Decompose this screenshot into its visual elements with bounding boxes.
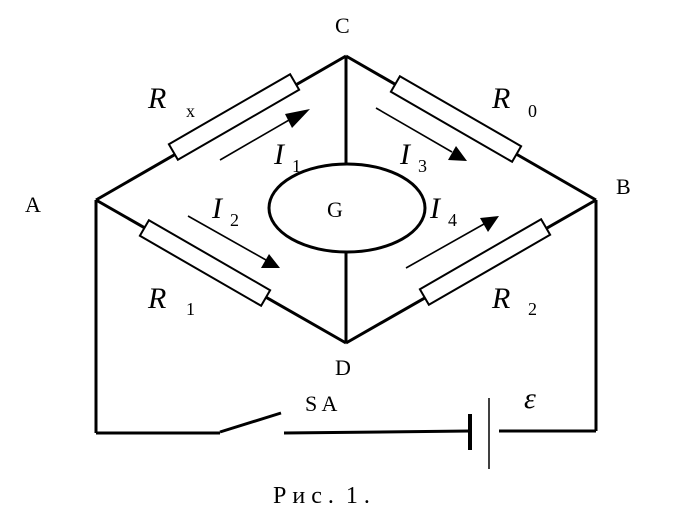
current-i1-sub: 1 [292,156,301,176]
current-arrow-i4 [405,223,485,269]
figure-caption: Р и с . 1 . [273,483,370,509]
resistor-r2 [418,217,552,307]
current-i4-symbol: I [429,192,442,225]
current-i2-symbol: I [211,192,224,225]
resistor-r1 [138,218,272,308]
resistor-rx-sub: x [186,101,195,121]
resistor-rx-symbol: R [147,82,166,115]
current-i4-sub: 4 [448,210,457,230]
switch-blade [219,411,282,434]
node-label-b: B [616,174,631,199]
current-arrowhead-i4 [480,216,499,232]
switch-label: S A [305,391,338,416]
wire-switch-to-battery [283,429,471,435]
resistor-r0-symbol: R [491,82,510,115]
current-i1-symbol: I [273,138,286,171]
current-arrowhead-i2 [261,254,280,268]
current-i3-symbol: I [399,138,412,171]
resistor-r0 [389,74,523,164]
resistor-r0-sub: 0 [528,101,537,121]
resistor-r1-sub: 1 [186,299,195,319]
current-arrow-i2 [187,215,267,261]
node-label-c: C [335,13,350,38]
resistor-r2-sub: 2 [528,299,537,319]
galvanometer-circle [267,162,427,254]
current-arrow-i3 [375,107,453,153]
current-i2-sub: 2 [230,210,239,230]
current-arrow-i1 [219,115,297,161]
galvanometer-label: G [327,197,343,222]
node-label-d: D [335,355,351,380]
resistor-r2-symbol: R [491,282,510,315]
emf-label: ε [524,382,536,415]
resistor-rx [167,72,301,162]
current-arrowhead-i1 [285,109,310,128]
current-i3-sub: 3 [418,156,427,176]
resistor-r1-symbol: R [147,282,166,315]
current-arrowhead-i3 [448,146,467,161]
node-label-a: A [25,192,41,217]
